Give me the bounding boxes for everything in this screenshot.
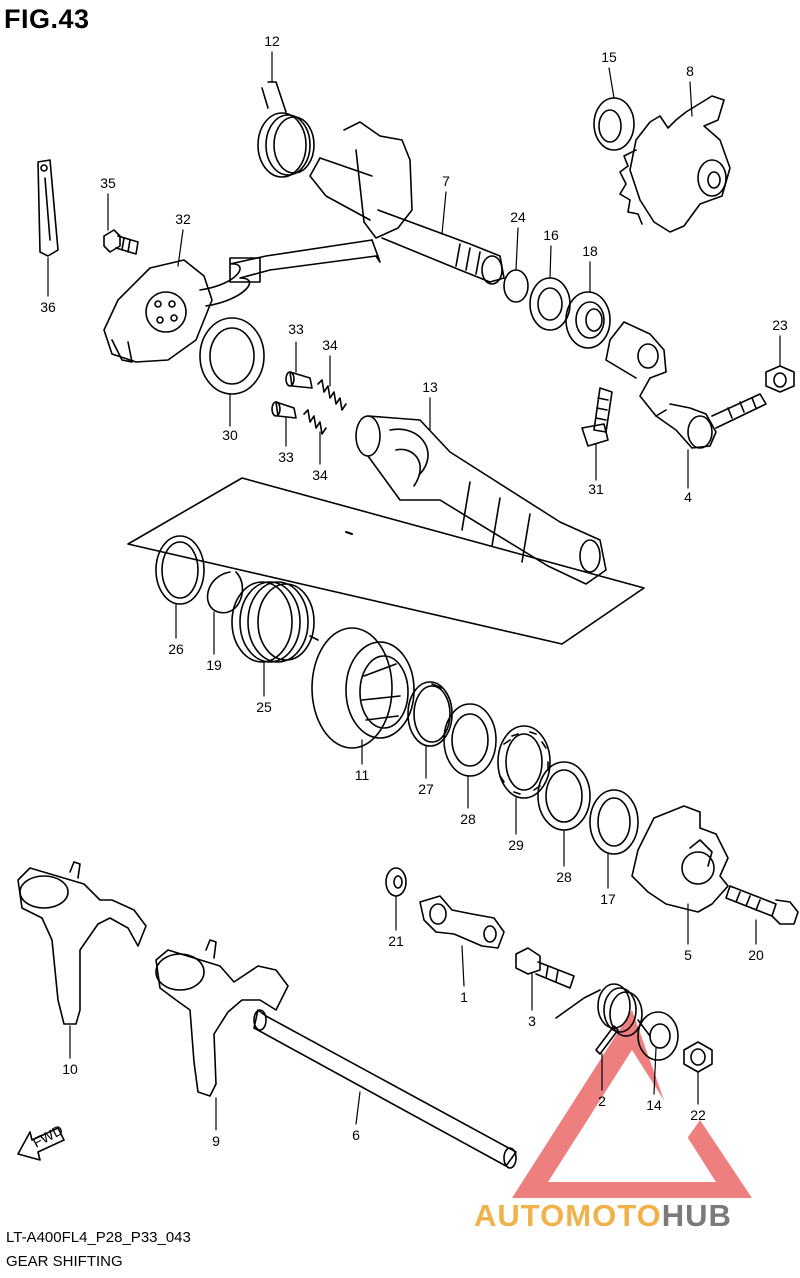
- part-17-washer: [589, 789, 639, 855]
- part-18-seal: [565, 291, 611, 349]
- brand-left: AUTOMOTO: [474, 1198, 662, 1233]
- callout-4: 4: [684, 489, 692, 505]
- part-20-bolt: [725, 885, 799, 925]
- part-25-spring: [231, 581, 319, 663]
- callout-8: 8: [686, 63, 694, 79]
- part-35-bolt: [103, 229, 139, 255]
- callout-9: 9: [212, 1133, 220, 1149]
- callout-23: 23: [772, 317, 788, 333]
- part-2-pin: [595, 1025, 619, 1055]
- figure-title: FIG.43: [4, 4, 90, 34]
- callout-33b: 33: [278, 449, 294, 465]
- footer-code: LT-A400FL4_P28_P33_043: [6, 1229, 191, 1246]
- footer-name: GEAR SHIFTING: [6, 1253, 123, 1270]
- fwd-arrow-icon: [17, 1127, 65, 1161]
- callout-18: 18: [582, 243, 598, 259]
- part-15-bushing: [593, 97, 635, 151]
- callout-10: 10: [62, 1061, 78, 1077]
- callout-1: 1: [460, 989, 468, 1005]
- callout-15: 15: [601, 49, 617, 65]
- watermark-logo-icon: [512, 1010, 752, 1198]
- callout-11: 11: [355, 767, 370, 783]
- part-22-nut: [683, 1041, 713, 1073]
- callout-20: 20: [748, 947, 764, 963]
- callout-21: 21: [388, 933, 404, 949]
- callout-32: 32: [175, 211, 191, 227]
- callout-35: 35: [100, 175, 116, 191]
- callout-25: 25: [256, 699, 272, 715]
- part-19-clip: [206, 571, 244, 614]
- part-5-gear-plate: [631, 805, 729, 913]
- watermark-brand: AUTOMOTOHUB: [474, 1198, 732, 1234]
- callout-24: 24: [510, 209, 526, 225]
- brand-right: HUB: [661, 1198, 732, 1233]
- callout-7: 7: [442, 173, 450, 189]
- part-3-bolt: [515, 947, 575, 989]
- callout-27: 27: [418, 781, 434, 797]
- part-9-fork: [155, 939, 289, 1097]
- part-29-bearing: [497, 725, 551, 799]
- part-31-bolt: [581, 387, 613, 447]
- part-10-fork: [17, 861, 147, 1025]
- part-13-shift-cam: [355, 415, 607, 585]
- part-28-washer-a: [443, 703, 497, 777]
- callout-19: 19: [206, 657, 222, 673]
- callout-30: 30: [222, 427, 238, 443]
- part-12-spring: [257, 81, 315, 178]
- callout-17: 17: [600, 891, 616, 907]
- part-7-shift-shaft: [309, 121, 505, 285]
- part-16-washer: [529, 277, 571, 331]
- callout-16: 16: [543, 227, 559, 243]
- callout-36: 36: [40, 299, 56, 315]
- callout-26: 26: [168, 641, 184, 657]
- part-11-gear: [311, 627, 415, 749]
- callout-28b: 28: [556, 869, 572, 885]
- part-36-lever: [37, 159, 59, 257]
- part-8-gear-arm: [619, 95, 731, 233]
- callout-28a: 28: [460, 811, 476, 827]
- callout-3: 3: [528, 1013, 536, 1029]
- callout-12: 12: [264, 33, 280, 49]
- part-33-pin-lower: [271, 401, 297, 419]
- part-24-circlip: [503, 269, 529, 303]
- part-14-spring: [555, 983, 651, 1037]
- part-4-lever: [605, 321, 767, 449]
- callout-29: 29: [508, 837, 524, 853]
- part-33-pin-upper: [285, 371, 313, 389]
- callout-31: 31: [588, 481, 604, 497]
- part-27-ring: [407, 681, 453, 747]
- callout-2: 2: [598, 1093, 606, 1109]
- callout-5: 5: [684, 947, 692, 963]
- part-30-gasket: [199, 317, 265, 395]
- callout-14: 14: [646, 1097, 662, 1113]
- part-23-nut: [765, 365, 795, 393]
- callout-34a: 34: [322, 337, 338, 353]
- part-28-washer-b: [537, 761, 591, 831]
- part-6-shift-shaft-rod: [253, 1009, 517, 1169]
- callout-6: 6: [352, 1127, 360, 1143]
- part-26-ring: [155, 535, 205, 605]
- part-34-spring-lower: [303, 409, 327, 435]
- part-32-switch: [103, 239, 381, 363]
- callout-33a: 33: [288, 321, 304, 337]
- part-21-washer: [385, 867, 407, 897]
- callout-34b: 34: [312, 467, 328, 483]
- part-14-washer: [637, 1011, 679, 1061]
- part-1-stopper-arm: [419, 895, 505, 949]
- callout-22: 22: [690, 1107, 706, 1123]
- callout-13: 13: [422, 379, 438, 395]
- subassembly-frame: [127, 477, 645, 645]
- part-34-spring-upper: [317, 379, 347, 411]
- callout-leaders: [47, 51, 781, 1131]
